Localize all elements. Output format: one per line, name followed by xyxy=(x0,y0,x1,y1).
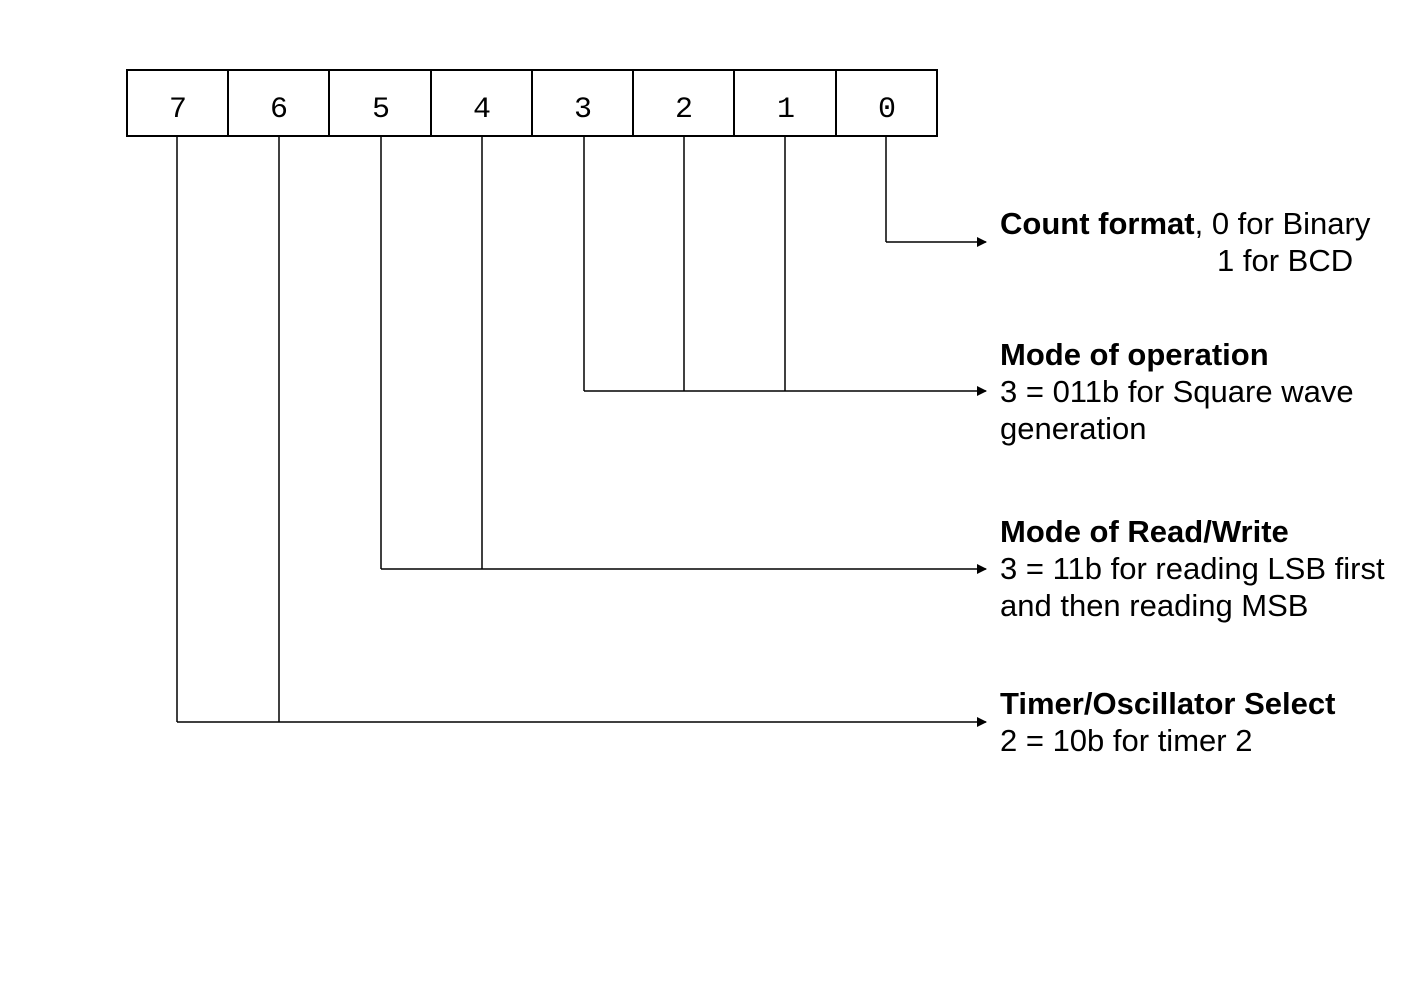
count-format-title: Count format xyxy=(1000,206,1195,241)
bit-0-label: 0 xyxy=(878,93,896,127)
mode-of-operation-connector xyxy=(583,136,987,396)
count-format-description: Count format, 0 for Binary 1 for BCD xyxy=(1000,205,1370,279)
mode-of-read-write-line-1: 3 = 11b for reading LSB first xyxy=(1000,551,1385,586)
count-format-binary-text: , 0 for Binary xyxy=(1194,206,1371,241)
mode-of-operation-line-1: 3 = 011b for Square wave xyxy=(1000,374,1354,409)
timer-select-title: Timer/Oscillator Select xyxy=(1000,686,1336,721)
timer-select-connector xyxy=(176,136,987,727)
count-format-bcd-text: 1 for BCD xyxy=(1217,243,1354,278)
mode-of-operation-title: Mode of operation xyxy=(1000,337,1269,372)
mode-of-read-write-description: Mode of Read/Write 3 = 11b for reading L… xyxy=(1000,513,1385,624)
bit-6-label: 6 xyxy=(270,93,288,127)
timer-select-line-1: 2 = 10b for timer 2 xyxy=(1000,723,1253,758)
bit-4-label: 4 xyxy=(473,93,491,127)
count-format-connector xyxy=(885,136,987,247)
mode-of-operation-line-2: generation xyxy=(1000,411,1147,446)
bit-3-label: 3 xyxy=(574,93,592,127)
bit-5-label: 5 xyxy=(372,93,390,127)
mode-of-read-write-line-2: and then reading MSB xyxy=(1000,588,1309,623)
register-box xyxy=(126,69,938,137)
mode-of-operation-description: Mode of operation 3 = 011b for Square wa… xyxy=(1000,336,1354,447)
mode-of-read-write-title: Mode of Read/Write xyxy=(1000,514,1289,549)
mode-of-read-write-connector xyxy=(380,136,987,574)
bit-2-label: 2 xyxy=(675,93,693,127)
timer-select-description: Timer/Oscillator Select 2 = 10b for time… xyxy=(1000,685,1335,759)
bit-7-label: 7 xyxy=(169,93,187,127)
bit-1-label: 1 xyxy=(777,93,795,127)
count-format-line-1: Count format, 0 for Binary xyxy=(1000,205,1370,242)
